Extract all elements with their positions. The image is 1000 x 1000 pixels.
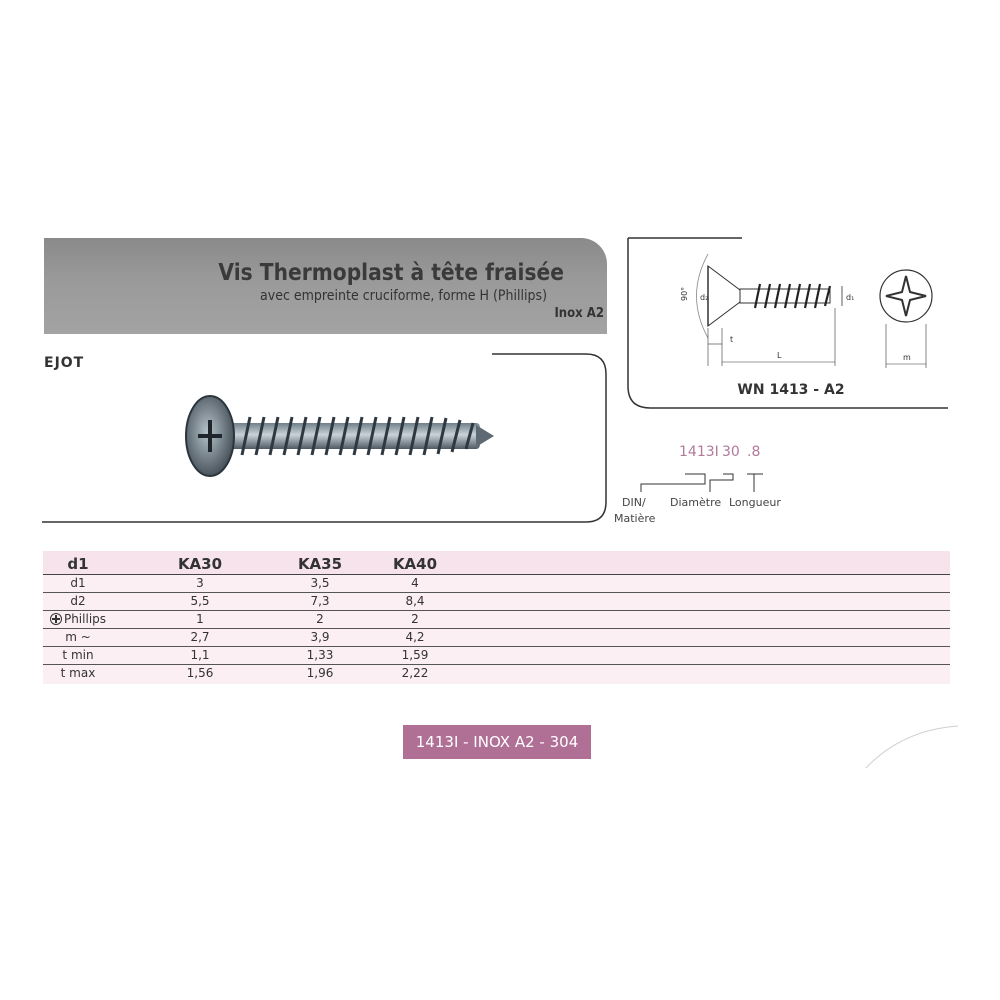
title-banner: Vis Thermoplast à tête fraisée avec empr… <box>44 238 607 334</box>
code-connector-lines <box>640 473 763 492</box>
row-label: d1 <box>70 576 86 590</box>
table-cell: 2,22 <box>401 666 429 680</box>
table-cell: 5,5 <box>190 594 210 608</box>
page-title: Vis Thermoplast à tête fraisée <box>218 260 564 286</box>
diagram-frame <box>627 237 948 409</box>
table-cell: 3 <box>196 576 204 590</box>
row-label: t min <box>62 648 94 662</box>
angle-label: 90° <box>680 287 689 301</box>
technical-drawing: 90° d₂ d₁ t L m <box>680 253 933 368</box>
table-cell: 4 <box>411 576 419 590</box>
table-cell: 1,56 <box>186 666 214 680</box>
table-cell: 2,7 <box>190 630 210 644</box>
label-longueur: Longueur <box>729 496 781 509</box>
table-row: d1 3 3,5 4 <box>43 575 950 593</box>
table-row: Phillips 1 2 2 <box>43 611 950 629</box>
row-label: t max <box>60 666 96 680</box>
phillips-icon <box>49 613 62 625</box>
decorative-arc <box>865 725 959 769</box>
material-label: Inox A2 <box>554 306 604 321</box>
table-cell: 1 <box>196 612 204 626</box>
row-label: d2 <box>70 594 86 608</box>
code-diameter: 30 <box>722 444 740 460</box>
table-cell: 4,2 <box>405 630 425 644</box>
table-cell: 1,59 <box>401 648 429 662</box>
length-label: L <box>777 351 782 360</box>
table-cell: 1,33 <box>306 648 334 662</box>
d1-label: d₁ <box>846 293 854 302</box>
code-din: 1413I <box>679 444 719 460</box>
page-subtitle: avec empreinte cruciforme, forme H (Phil… <box>260 288 547 304</box>
label-matiere: Matière <box>614 512 656 525</box>
column-header: d1 <box>67 555 89 573</box>
table-row: d2 5,5 7,3 8,4 <box>43 593 950 611</box>
row-label: Phillips <box>63 612 107 626</box>
diagram-caption: WN 1413 - A2 <box>737 382 845 398</box>
table-row: m ~ 2,7 3,9 4,2 <box>43 629 950 647</box>
spec-table: d1 KA30 KA35 KA40 d1 3 3,5 4 d2 5,5 7,3 … <box>43 551 950 684</box>
table-cell: 7,3 <box>310 594 330 608</box>
m-label: m <box>903 353 911 362</box>
table-row: t min 1,1 1,33 1,59 <box>43 647 950 665</box>
table-cell: 3,9 <box>310 630 330 644</box>
t-label: t <box>730 335 733 344</box>
column-header: KA30 <box>177 555 223 573</box>
d2-label: d₂ <box>700 293 708 302</box>
photo-frame <box>42 353 607 523</box>
screw-photo <box>185 395 494 477</box>
table-header: d1 KA30 KA35 KA40 <box>43 551 950 575</box>
brand-label: EJOT <box>44 355 85 371</box>
table-cell: 1,96 <box>306 666 334 680</box>
table-cell: 2 <box>316 612 324 626</box>
label-din: DIN/ <box>622 496 646 509</box>
row-label-phillips: Phillips <box>43 612 113 626</box>
table-cell: 8,4 <box>405 594 425 608</box>
table-cell: 1,1 <box>190 648 210 662</box>
table-row: t max 1,56 1,96 2,22 <box>43 665 950 684</box>
code-length: .8 <box>747 444 761 460</box>
row-label: m ~ <box>65 630 91 644</box>
column-header: KA40 <box>392 555 438 573</box>
table-cell: 3,5 <box>310 576 330 590</box>
table-cell: 2 <box>411 612 419 626</box>
column-header: KA35 <box>297 555 343 573</box>
product-code-badge: 1413I - INOX A2 - 304 <box>403 725 591 759</box>
label-diametre: Diamètre <box>670 496 722 509</box>
